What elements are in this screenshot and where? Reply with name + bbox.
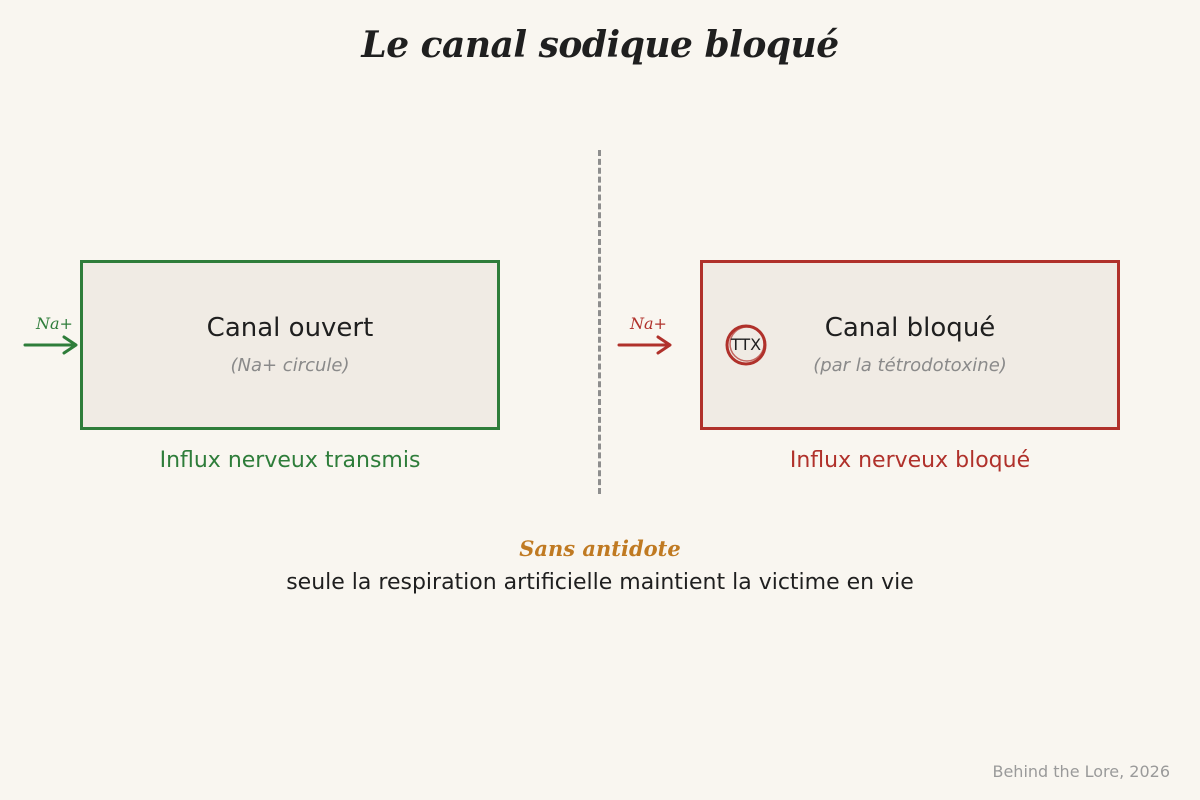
open-channel-box: Canal ouvert (Na+ circule) bbox=[80, 260, 500, 430]
blocked-channel-title: Canal bloqué bbox=[824, 313, 996, 343]
footer-credit: Behind the Lore, 2026 bbox=[992, 762, 1170, 781]
open-channel-caption: Influx nerveux transmis bbox=[159, 448, 421, 473]
note-text: seule la respiration artificielle mainti… bbox=[286, 570, 914, 595]
open-channel-subtitle: (Na+ circule) bbox=[230, 355, 350, 376]
blocked-channel-caption: Influx nerveux bloqué bbox=[789, 448, 1031, 473]
diagram-title: Le canal sodique bloqué bbox=[361, 24, 839, 66]
blocked-channel-box: Canal bloqué (par la tétrodotoxine) bbox=[700, 260, 1120, 430]
dashed-divider bbox=[598, 150, 601, 494]
blocked-channel-subtitle: (par la tétrodotoxine) bbox=[813, 355, 1007, 376]
toxin-ring-icon bbox=[725, 324, 767, 366]
sodium-arrow-blocked-icon bbox=[617, 335, 672, 355]
sodium-arrow-open-icon bbox=[23, 335, 78, 355]
open-channel-title: Canal ouvert bbox=[206, 313, 374, 343]
sodium-ion-label-blocked: Na+ bbox=[630, 314, 667, 333]
note-title: Sans antidote bbox=[519, 536, 681, 561]
sodium-ion-label-open: Na+ bbox=[36, 314, 73, 333]
ttx-label: TTX bbox=[730, 335, 762, 354]
ttx-marker: TTX bbox=[724, 323, 768, 367]
